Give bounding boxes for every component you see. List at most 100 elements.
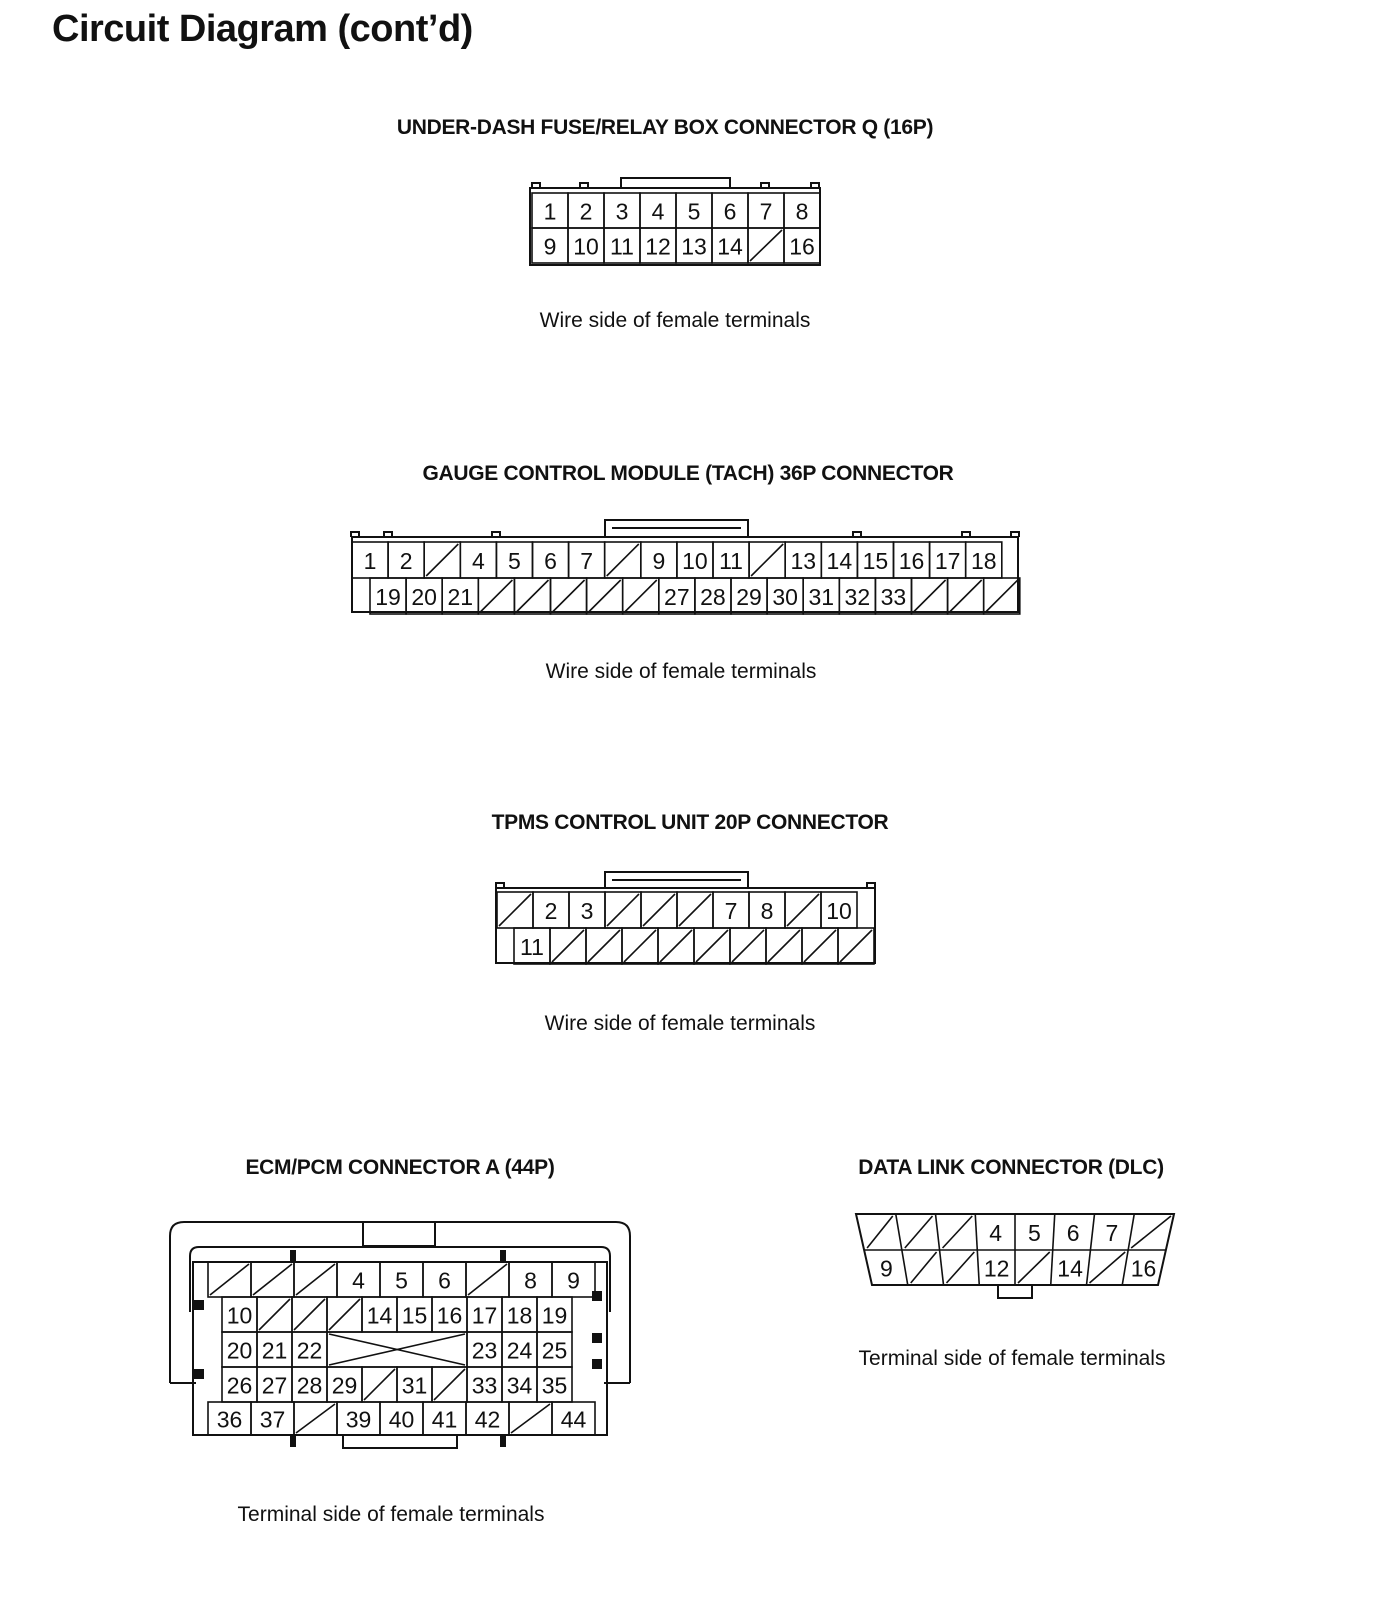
terminal-number: 20	[227, 1338, 253, 1364]
terminal-number: 7	[1105, 1220, 1118, 1246]
unused-terminal-slash	[912, 579, 947, 613]
housing-key	[194, 1369, 204, 1379]
terminal-number: 6	[438, 1268, 451, 1294]
unused-terminal-slash	[803, 929, 837, 963]
gauge-connector-caption: Wire side of female terminals	[545, 660, 817, 683]
terminal-number: 31	[402, 1373, 428, 1399]
terminal-number: 30	[772, 584, 798, 610]
fuse-relay-connector-title: UNDER-DASH FUSE/RELAY BOX CONNECTOR Q (1…	[396, 116, 934, 139]
connector-housing	[529, 187, 821, 266]
terminal-number: 5	[688, 199, 701, 225]
unused-terminal-slash	[479, 579, 513, 613]
unused-terminal-slash	[623, 929, 657, 963]
terminal-number: 7	[580, 548, 593, 574]
terminal-number: 8	[796, 199, 809, 225]
unused-terminal-slash	[498, 893, 532, 927]
terminal-number: 16	[437, 1303, 463, 1329]
terminal-number: 5	[508, 548, 521, 574]
terminal-number: 31	[808, 584, 834, 610]
terminal-number: 14	[827, 548, 853, 574]
unused-terminal-slash	[425, 543, 459, 577]
terminal-number: 34	[507, 1373, 533, 1399]
terminal-number: 7	[725, 898, 738, 924]
terminal-number: 22	[297, 1338, 323, 1364]
gauge-connector-title: GAUGE CONTROL MODULE (TACH) 36P CONNECTO…	[422, 462, 954, 485]
housing-rib	[491, 531, 501, 537]
terminal-number: 1	[544, 199, 557, 225]
unused-terminal-slash	[866, 1215, 894, 1249]
unused-terminal-slash	[839, 929, 873, 963]
ecm-pcm-connector-caption: Terminal side of female terminals	[237, 1503, 545, 1526]
terminal-number: 19	[542, 1303, 568, 1329]
unused-terminal-slash	[750, 543, 784, 577]
terminal-divider	[1085, 1249, 1092, 1286]
terminal-cell	[551, 1261, 596, 1298]
terminal-number: 2	[580, 199, 593, 225]
terminal-divider	[1051, 1213, 1056, 1251]
dlc-caption: Terminal side of female terminals	[858, 1347, 1166, 1370]
terminal-number: 41	[432, 1407, 458, 1433]
unused-terminal-slash	[749, 229, 783, 262]
housing-peg	[500, 1250, 506, 1262]
housing-peg	[290, 1250, 296, 1262]
housing-rib	[383, 531, 393, 537]
housing-peg	[500, 1435, 506, 1447]
terminal-number: 9	[880, 1256, 893, 1282]
housing-rib	[961, 531, 971, 537]
terminal-number: 3	[581, 898, 594, 924]
ecm-bottom-latch	[342, 1435, 458, 1449]
terminal-number: 36	[217, 1407, 243, 1433]
unused-terminal-slash	[588, 579, 622, 613]
terminal-number: 4	[352, 1268, 365, 1294]
housing-rib	[852, 531, 862, 537]
terminal-divider	[934, 1213, 941, 1251]
terminal-number: 7	[760, 199, 773, 225]
unused-terminal-slash	[1017, 1251, 1051, 1284]
terminal-number: 10	[227, 1303, 253, 1329]
terminal-number: 6	[1067, 1220, 1080, 1246]
terminal-number: 12	[645, 234, 671, 260]
fuse-relay-connector-caption: Wire side of female terminals	[539, 309, 811, 332]
unused-terminal-slash	[551, 579, 586, 613]
terminal-number: 10	[573, 234, 599, 260]
terminal-number: 14	[717, 234, 743, 260]
terminal-number: 18	[507, 1303, 533, 1329]
unused-terminal-slash	[1130, 1215, 1172, 1249]
terminal-number: 8	[761, 898, 774, 924]
terminal-number: 10	[682, 548, 708, 574]
unused-terminal-slash	[606, 543, 640, 577]
tpms-connector-title: TPMS CONTROL UNIT 20P CONNECTOR	[491, 811, 889, 834]
terminal-number: 21	[262, 1338, 288, 1364]
ecm-pcm-connector-title: ECM/PCM CONNECTOR A (44P)	[245, 1156, 555, 1179]
unused-terminal-slash	[510, 1403, 551, 1434]
terminal-number: 6	[724, 199, 737, 225]
terminal-number: 37	[260, 1407, 286, 1433]
housing-key	[592, 1359, 602, 1369]
terminal-number: 11	[610, 234, 634, 260]
terminal-number: 4	[989, 1220, 1002, 1246]
terminal-number: 42	[475, 1407, 501, 1433]
dlc-title: DATA LINK CONNECTOR (DLC)	[858, 1156, 1164, 1179]
terminal-cell	[982, 577, 1021, 615]
terminal-number: 29	[332, 1373, 358, 1399]
unused-terminal-slash	[910, 1251, 938, 1284]
unused-terminal-slash	[433, 1368, 466, 1401]
housing-key	[592, 1291, 602, 1301]
terminal-number: 23	[472, 1338, 498, 1364]
terminal-number: 14	[1057, 1256, 1083, 1282]
unused-terminal-slash	[328, 1298, 361, 1331]
terminal-number: 13	[681, 234, 707, 260]
terminal-number: 6	[544, 548, 557, 574]
unused-terminal-slash	[949, 579, 983, 613]
terminal-number: 2	[400, 548, 413, 574]
terminal-number: 35	[542, 1373, 568, 1399]
ecm-outer-hood	[169, 1221, 631, 1383]
unused-terminal-slash	[678, 893, 712, 927]
terminal-number: 4	[472, 548, 485, 574]
housing-key	[592, 1333, 602, 1343]
unused-terminal-slash	[258, 1298, 291, 1331]
housing-rib	[579, 182, 589, 188]
terminal-number: 10	[826, 898, 852, 924]
terminal-number: 15	[402, 1303, 428, 1329]
